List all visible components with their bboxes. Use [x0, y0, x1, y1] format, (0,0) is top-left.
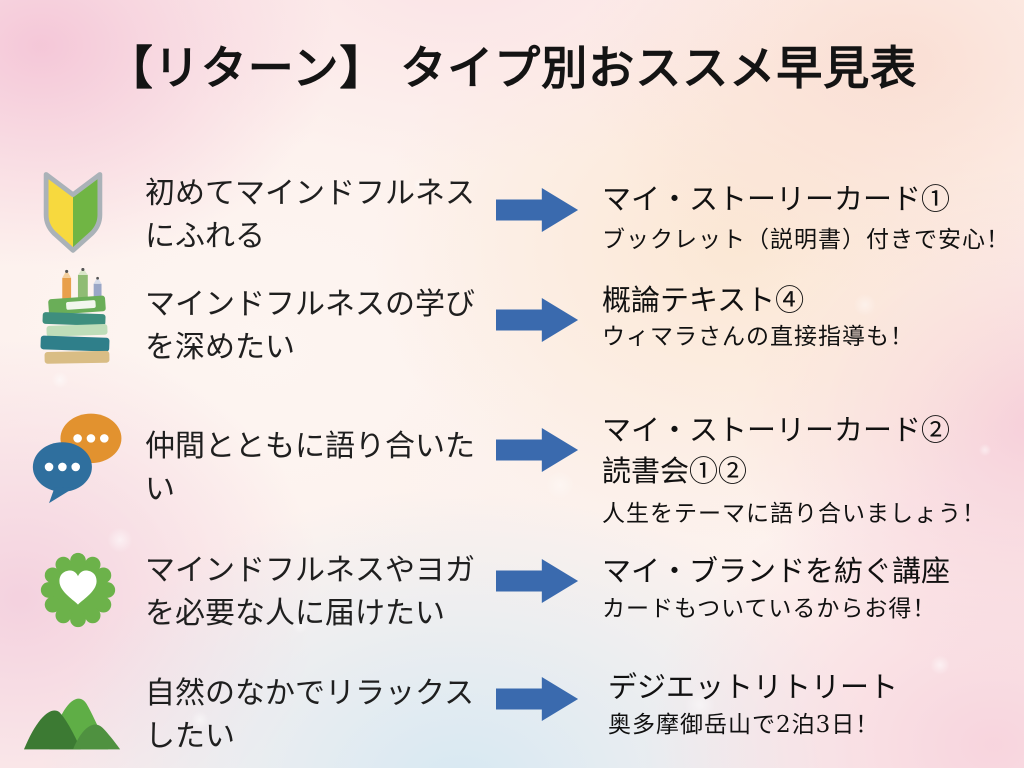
- mountains-icon: [23, 698, 121, 750]
- right-arrow-icon: [496, 428, 579, 472]
- return-note: 奥多摩御岳山で2泊3日！: [608, 712, 880, 738]
- type-description: 仲間とともに語り合いた い: [145, 430, 475, 506]
- type-description: マインドフルネスやヨガ を必要な人に届けたい: [145, 554, 475, 630]
- beginner-mark-icon: [43, 172, 103, 253]
- mapping-row-learning: マインドフルネスの学び を深めたい 概論テキスト④ ウィマラさんの直接指導も！: [0, 268, 1024, 378]
- right-arrow-icon: [496, 188, 579, 232]
- recommended-return: マイ・ストーリーカード② 読書会①②: [602, 415, 951, 488]
- heart-badge-icon: [40, 552, 116, 628]
- mapping-row-beginner: 初めてマインドフルネス にふれる マイ・ストーリーカード① ブックレット（説明書…: [0, 160, 1024, 270]
- mapping-row-community: 仲間とともに語り合いた い マイ・ストーリーカード② 読書会①② 人生をテーマに…: [0, 400, 1024, 535]
- type-description: 初めてマインドフルネス にふれる: [145, 177, 475, 253]
- return-note: ウィマラさんの直接指導も！: [602, 324, 914, 350]
- chat-bubbles-icon: [32, 413, 122, 504]
- mapping-row-nature: 自然のなかでリラックス したい デジエットリトリート 奥多摩御岳山で2泊3日！: [0, 656, 1024, 766]
- type-description: マインドフルネスの学び を深めたい: [145, 288, 475, 364]
- right-arrow-icon: [496, 298, 579, 342]
- return-note: 人生をテーマに語り合いましょう！: [602, 501, 986, 527]
- type-description: 自然のなかでリラックス したい: [145, 677, 475, 753]
- mapping-row-sharing: マインドフルネスやヨガ を必要な人に届けたい マイ・ブランドを紡ぐ講座 カードも…: [0, 538, 1024, 643]
- page-title: 【リターン】 タイプ別おススメ早見表: [106, 42, 918, 94]
- recommended-return: マイ・ブランドを紡ぐ講座: [602, 556, 951, 588]
- recommended-return: 概論テキスト④: [602, 285, 805, 317]
- return-note: カードもついているからお得！: [602, 596, 937, 622]
- recommended-return: デジエットリトリート: [608, 672, 899, 704]
- return-note: ブックレット（説明書）付きで安心！: [602, 227, 1010, 253]
- right-arrow-icon: [496, 559, 579, 603]
- recommended-return: マイ・ストーリーカード①: [602, 184, 951, 216]
- book-stack-icon: [40, 268, 110, 364]
- right-arrow-icon: [496, 677, 579, 721]
